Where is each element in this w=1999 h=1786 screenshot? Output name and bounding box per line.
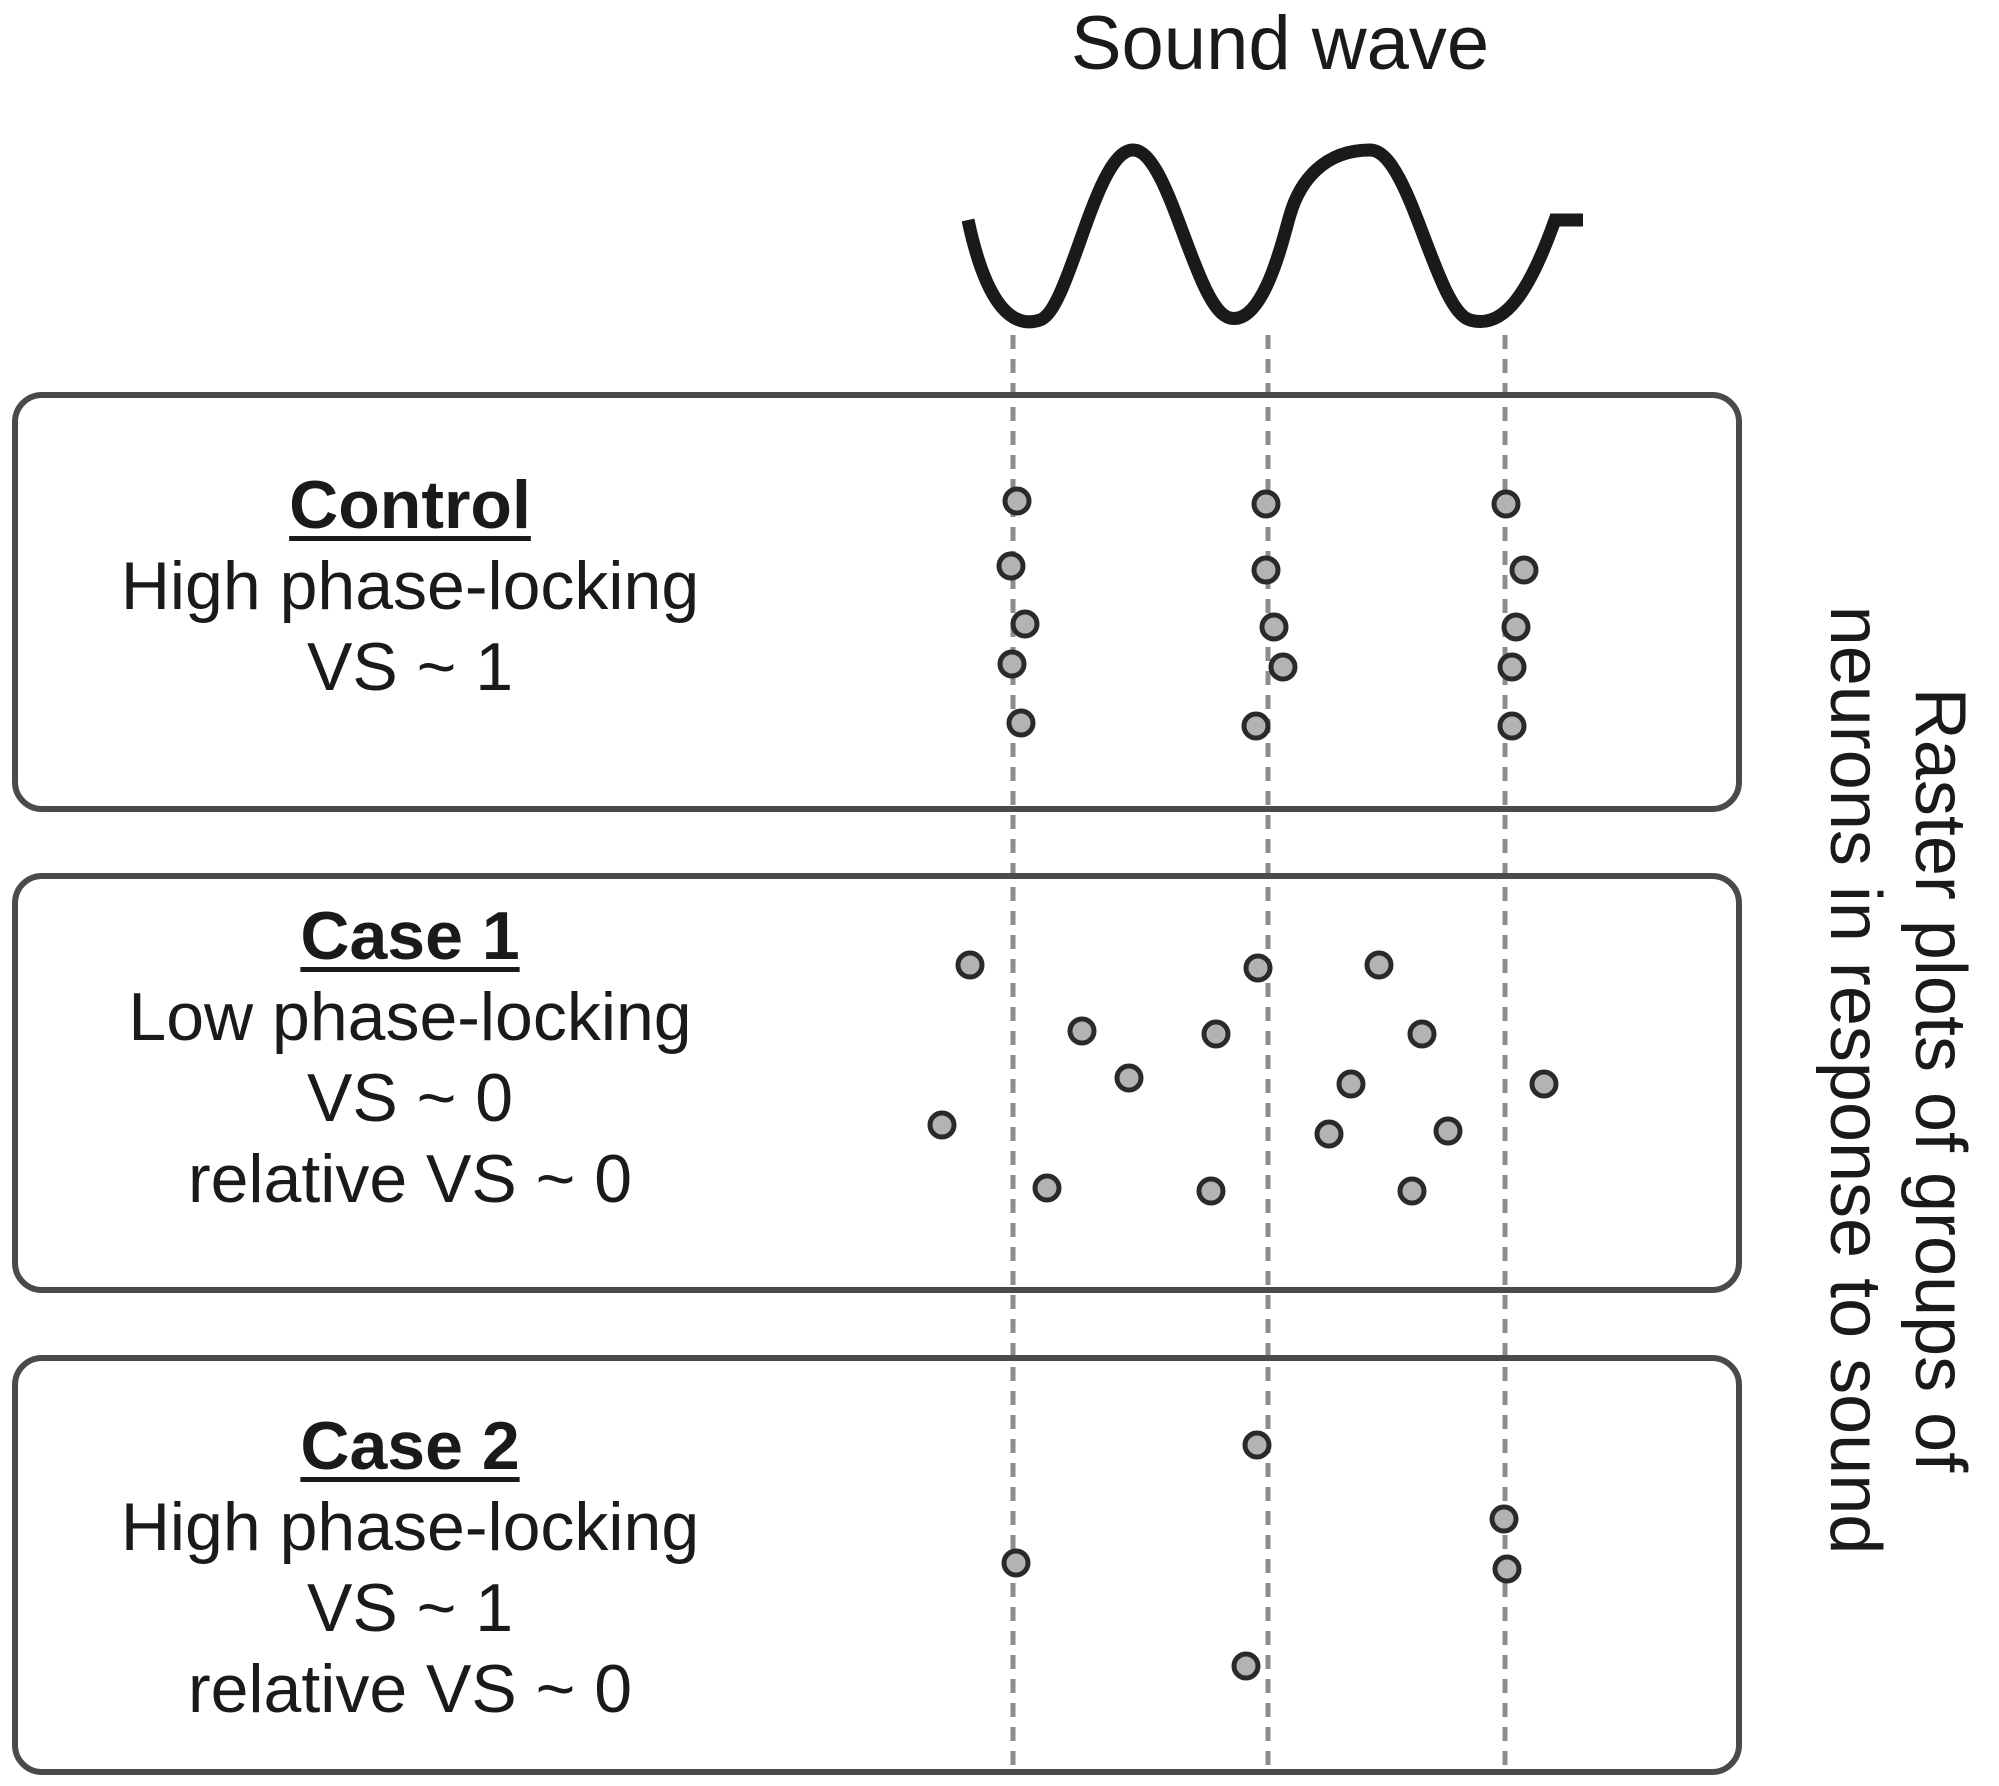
spike-dot <box>1259 612 1289 642</box>
control-line-2: VS ~ 1 <box>306 628 514 705</box>
spike-dot <box>1489 1504 1519 1534</box>
spike-dot <box>1336 1069 1366 1099</box>
control-panel <box>12 392 1742 812</box>
spike-dot <box>1433 1116 1463 1146</box>
case2-panel <box>12 1355 1742 1775</box>
spike-dot <box>1196 1176 1226 1206</box>
spike-dot <box>1501 612 1531 642</box>
spike-dot <box>1067 1016 1097 1046</box>
spike-dot <box>1268 652 1298 682</box>
spike-dot <box>1251 555 1281 585</box>
case2-label: Case 2 High phase-locking VS ~ 1 relativ… <box>50 1406 770 1730</box>
spike-dot <box>1509 555 1539 585</box>
case2-line-1: High phase-locking <box>120 1488 700 1565</box>
spike-dot <box>1491 489 1521 519</box>
control-line-1: High phase-locking <box>120 547 700 624</box>
case1-panel <box>12 873 1742 1293</box>
raster-side-label: Raster plots of groups of neurons in res… <box>1812 505 1982 1655</box>
sound-wave-curve <box>961 143 1583 329</box>
spike-dot <box>1492 1554 1522 1584</box>
spike-dot <box>1114 1063 1144 1093</box>
spike-dot <box>1497 711 1527 741</box>
spike-dot <box>955 950 985 980</box>
spike-dot <box>1242 1430 1272 1460</box>
spike-dot <box>1314 1119 1344 1149</box>
control-label: Control High phase-locking VS ~ 1 <box>50 465 770 708</box>
control-title: Control <box>289 467 531 543</box>
case2-line-2: VS ~ 1 <box>306 1569 514 1646</box>
case1-line-2: VS ~ 0 <box>306 1059 514 1136</box>
spike-dot <box>1397 1176 1427 1206</box>
side-label-line-1: Raster plots of groups of <box>1900 687 1980 1473</box>
spike-dot <box>927 1110 957 1140</box>
spike-dot <box>996 551 1026 581</box>
spike-dot <box>1407 1019 1437 1049</box>
case1-line-3: relative VS ~ 0 <box>187 1140 633 1217</box>
case2-title: Case 2 <box>300 1408 520 1484</box>
case1-line-1: Low phase-locking <box>128 978 692 1055</box>
spike-dot <box>1032 1173 1062 1203</box>
wave-title: Sound wave <box>1070 1 1490 86</box>
spike-dot <box>1010 609 1040 639</box>
spike-dot <box>1201 1019 1231 1049</box>
spike-dot <box>1002 486 1032 516</box>
spike-dot <box>1001 1548 1031 1578</box>
spike-dot <box>1529 1069 1559 1099</box>
spike-dot <box>1497 652 1527 682</box>
spike-dot <box>1251 489 1281 519</box>
case1-label: Case 1 Low phase-locking VS ~ 0 relative… <box>50 896 770 1220</box>
spike-dot <box>1006 708 1036 738</box>
side-label-line-2: neurons in response to sound <box>1815 605 1896 1555</box>
case2-line-3: relative VS ~ 0 <box>187 1650 633 1727</box>
spike-dot <box>1364 950 1394 980</box>
spike-dot <box>1241 711 1271 741</box>
spike-dot <box>1231 1651 1261 1681</box>
spike-dot <box>1243 953 1273 983</box>
spike-dot <box>997 649 1027 679</box>
case1-title: Case 1 <box>300 898 520 974</box>
